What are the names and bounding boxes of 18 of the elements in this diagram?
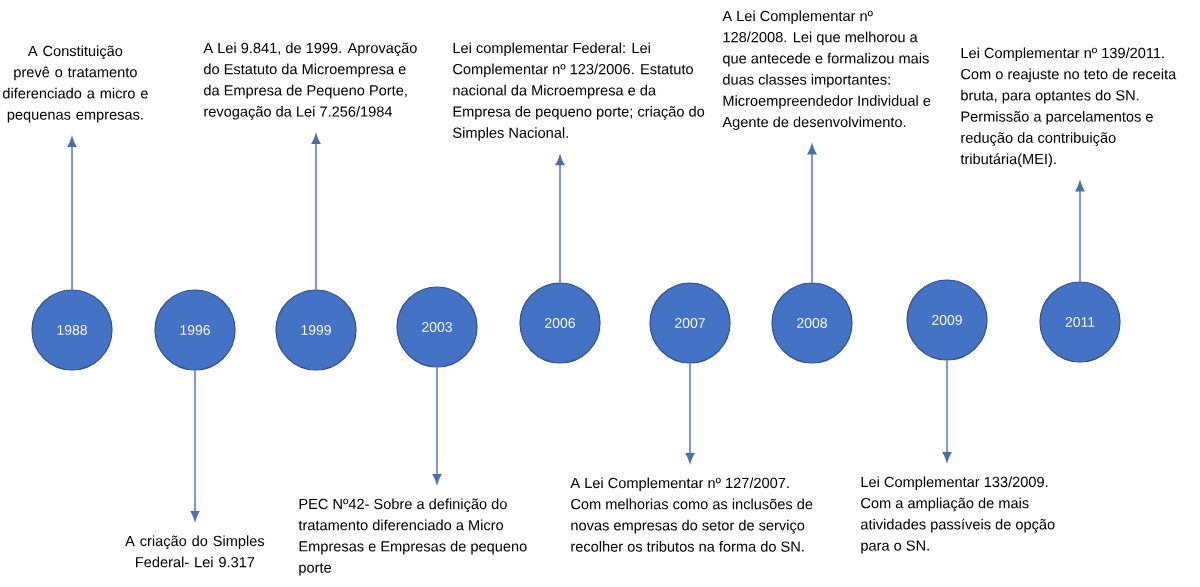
arrow <box>942 359 952 463</box>
event-text: A Lei Complementar nº 127/2007. Com melhorias como as inclusões de novas empresas do setor de serviço recolher os tributos na forma do SN. <box>570 477 813 552</box>
arrow <box>555 155 565 284</box>
event-text: Lei Complementar nº 139/2011. Com o reajuste no teto de receita bruta, para optantes do SN. Permissão a parcelamentos e redução da contribuição tributária(MEI). <box>960 47 1177 167</box>
event-text: PEC Nº42- Sobre a definição do tratamento diferenciado a Micro Empresas e Empresas de pequeno porte <box>298 498 527 576</box>
arrow <box>432 366 442 485</box>
arrow <box>807 144 817 284</box>
arrow <box>67 136 77 291</box>
event-text: A Lei Complementar nº 128/2008. Lei que melhorou a que antecede e formalizou mais duas classes importantes: Microempreendedor Individual e Agente de desenvolvimento. <box>722 10 931 130</box>
event-text: A criação do Simples Federal- Lei 9.317 <box>125 535 265 568</box>
event-text: Lei complementar Federal: Lei Complementar nº 123/2006. Estatuto nacional da Microempresa e da Empresa de pequeno porte; criação do Simples Nacional. <box>453 42 705 141</box>
arrow <box>1075 181 1085 283</box>
event-text: Lei Complementar 133/2009. Com a ampliação de mais atividades passíveis de opção para o SN. <box>861 476 1055 554</box>
event-text: A Lei 9.841, de 1999. Aprovação do Estatuto da Microempresa e da Empresa de Pequeno Porte, revogação da Lei 7.256/1984 <box>203 42 417 120</box>
event-text: A Constituição prevê o tratamento diferenciado a micro e pequenas empresas. <box>3 45 148 123</box>
arrow <box>685 362 695 464</box>
arrow <box>311 134 321 291</box>
arrow <box>190 369 200 522</box>
